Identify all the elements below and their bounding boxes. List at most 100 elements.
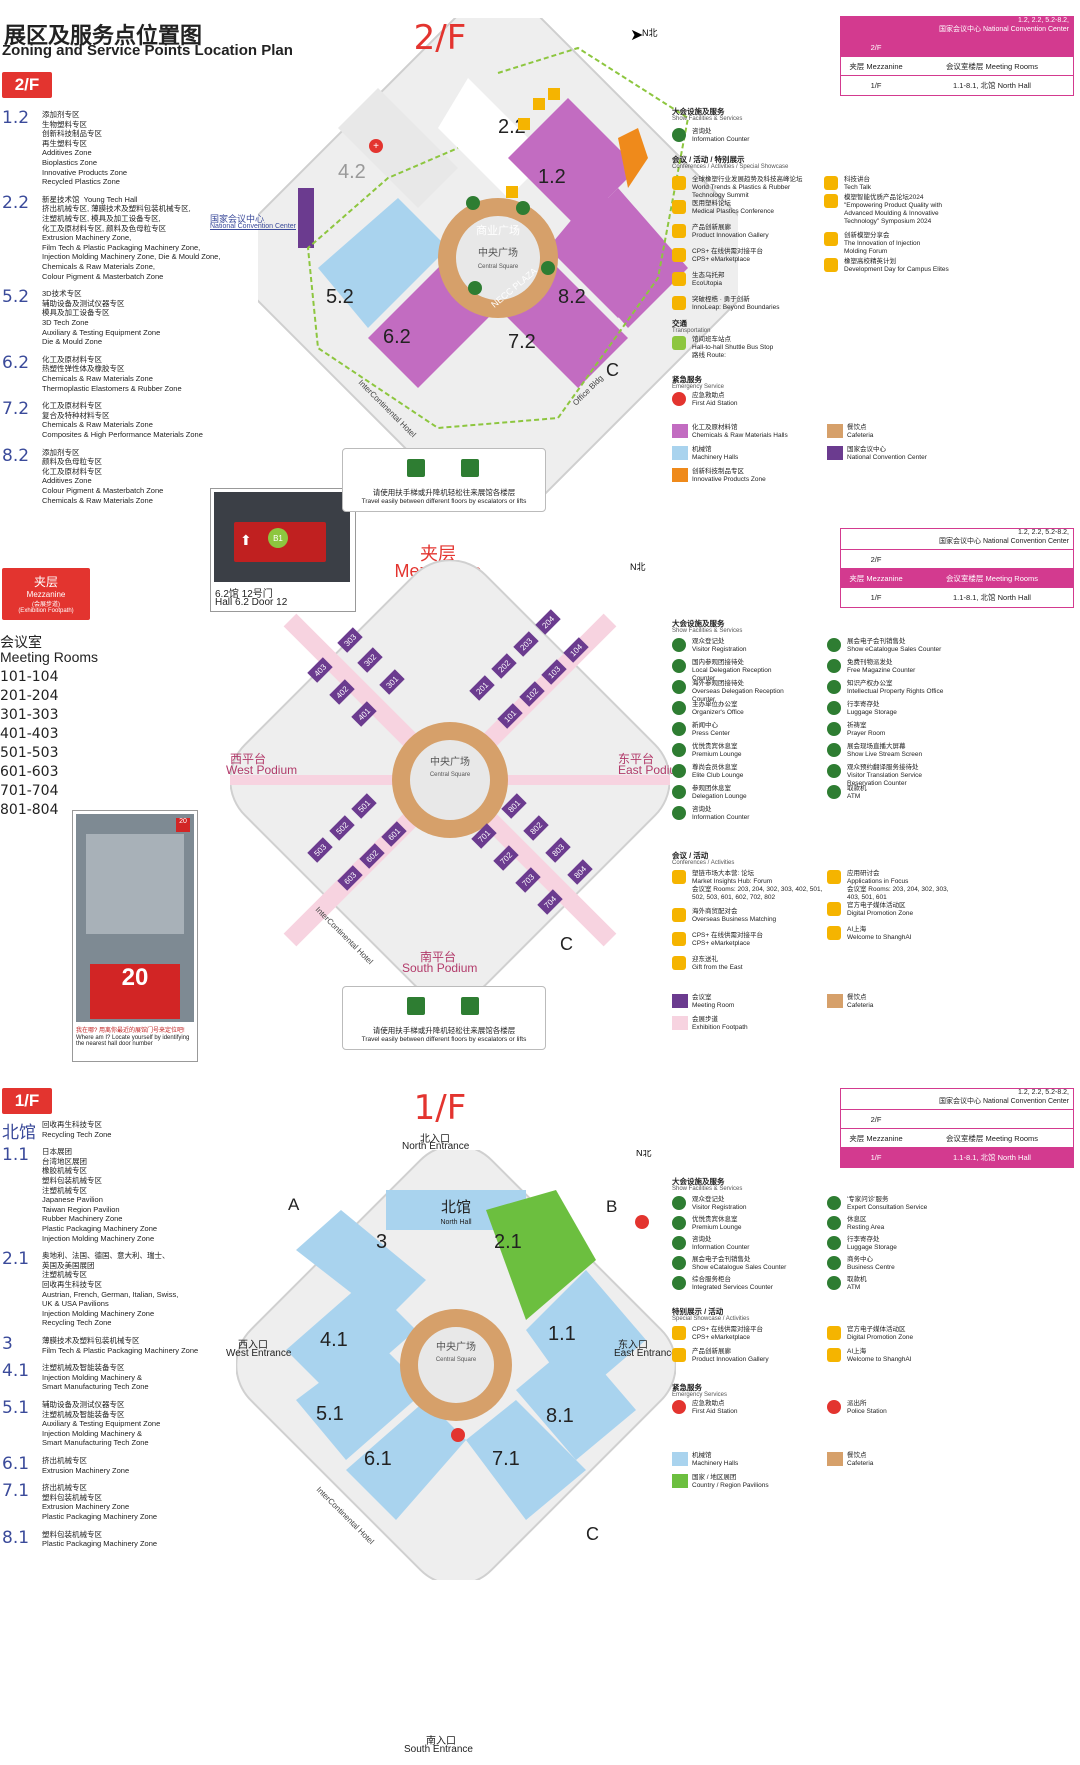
south-ent-cn: 南入口	[426, 1736, 456, 1747]
meeting-room-101[interactable]: 101	[497, 703, 523, 729]
floor-big-1f: 1/F	[413, 1088, 467, 1128]
floor-tag-mezz[interactable]: 夹层 Mezzanine (会展步道) (Exhibition Footpath…	[2, 568, 90, 620]
ncc-block-2f[interactable]	[298, 188, 314, 248]
info-icon-4[interactable]	[541, 261, 555, 275]
meeting-room-202[interactable]: 202	[491, 653, 517, 679]
meeting-room-401[interactable]: 401	[351, 701, 377, 727]
meeting-room-302[interactable]: 302	[357, 647, 383, 673]
floor-tag-1f[interactable]: 1/F	[2, 1088, 52, 1114]
legend-label: CPS+ 在线供需对接平台 CPS+ eMarketplace	[692, 1326, 763, 1341]
meeting-room-601[interactable]: 601	[381, 821, 407, 847]
floor-selector-1f[interactable]: 1.2, 2.2, 5.2-8.2,国家会议中心 National Conven…	[840, 1088, 1074, 1168]
meeting-room-204[interactable]: 204	[535, 609, 561, 635]
meeting-room-703[interactable]: 703	[515, 867, 541, 893]
floor-selector-2f[interactable]: 1.2, 2.2, 5.2-8.2,国家会议中心 National Conven…	[840, 16, 1074, 96]
service-icon	[672, 1236, 686, 1250]
legend-label: 观众预约翻译服务接待处 Visitor Translation Service …	[847, 764, 923, 787]
escalator-note-cn: 请使用扶手梯或升降机轻松往来展馆各楼层	[372, 488, 516, 497]
mezz-tag-cn: 夹层	[33, 575, 58, 589]
innovative-zone-block[interactable]	[618, 128, 648, 188]
meeting-room-403[interactable]: 403	[307, 657, 333, 683]
meeting-room-203[interactable]: 203	[513, 631, 539, 657]
selector-row-0[interactable]: 2/F	[841, 549, 1073, 569]
hall-block-6-1[interactable]	[346, 1400, 466, 1520]
east-ent-cn: 东入口	[618, 1340, 648, 1351]
swatch-icon	[827, 994, 843, 1008]
meeting-room-801[interactable]: 801	[501, 793, 527, 819]
door-number-badge: 20	[90, 964, 180, 1019]
floor-selector-mezz[interactable]: 1.2, 2.2, 5.2-8.2,国家会议中心 National Conven…	[840, 528, 1074, 608]
ncc-en-2f[interactable]: National Convention Center	[210, 223, 296, 230]
legend-label: 优悦贵宾休息室 Premium Lounge	[692, 743, 742, 758]
door-number-small: 20	[176, 818, 190, 832]
selector-row-0[interactable]: 2/F	[841, 37, 1073, 57]
hall-block-5-2[interactable]	[318, 198, 448, 328]
meeting-room-803[interactable]: 803	[545, 837, 571, 863]
meeting-room-103[interactable]: 103	[541, 659, 567, 685]
legend-label: 观众登记处 Visitor Registration	[692, 638, 747, 653]
info-icon[interactable]	[466, 196, 480, 210]
meeting-room-502[interactable]: 502	[329, 815, 355, 841]
legend-label: 官方电子媒体活动区 Digital Promotion Zone	[847, 1326, 914, 1341]
police-station-icon[interactable]	[635, 1215, 649, 1229]
zone-description: 注塑机械及智能装备专区 Injection Molding Machinery …	[42, 1363, 149, 1392]
legend-label: 产品创新展廊 Product Innovation Gallery	[692, 224, 769, 239]
legend-label: 机械馆 Machinery Halls	[692, 446, 739, 461]
legend-label: 取款机 ATM	[847, 1276, 867, 1291]
zone-description: 3D技术专区 辅助设备及测试仪器专区 模具及加工设备专区 3D Tech Zon…	[42, 289, 161, 347]
legend-h1: 大会设施及服务	[672, 619, 725, 628]
hall-block-2-1[interactable]	[486, 1190, 596, 1320]
hall-block-8-2[interactable]	[558, 188, 688, 328]
meeting-room-303[interactable]: 303	[337, 627, 363, 653]
hall-block-3[interactable]	[296, 1210, 426, 1320]
floor-tag-2f[interactable]: 2/F	[2, 72, 52, 98]
meeting-room-402[interactable]: 402	[329, 679, 355, 705]
central-square-2f[interactable]	[456, 216, 540, 300]
hall-label: 4.2	[338, 161, 366, 183]
meeting-room-102[interactable]: 102	[519, 681, 545, 707]
legend-label: 国内参观团接待处 Local Delegation Reception Coun…	[692, 659, 772, 682]
hall-block-4-1[interactable]	[286, 1280, 416, 1400]
meeting-room-104[interactable]: 104	[563, 637, 589, 663]
meeting-room-603[interactable]: 603	[337, 865, 363, 891]
info-icon-3[interactable]	[516, 201, 530, 215]
service-icon	[672, 1216, 686, 1230]
first-aid-icon-1f[interactable]	[451, 1428, 465, 1442]
first-aid-icon[interactable]	[369, 139, 383, 153]
meeting-room-802[interactable]: 802	[523, 815, 549, 841]
service-icon	[827, 1256, 841, 1270]
central-square-mezz[interactable]	[410, 740, 490, 820]
activity-icon-3[interactable]	[548, 88, 560, 100]
activity-icon-2[interactable]	[533, 98, 545, 110]
selector-row-0[interactable]: 2/F	[841, 1109, 1073, 1129]
escalator-note-cn-mezz: 请使用扶手梯或升降机轻松往来展馆各楼层	[372, 1026, 516, 1035]
meeting-room-804[interactable]: 804	[567, 859, 593, 885]
hall-block-8-1[interactable]	[516, 1340, 636, 1460]
hall-block-5-1[interactable]	[296, 1340, 426, 1460]
service-icon	[672, 659, 686, 673]
central-square-1f[interactable]	[418, 1327, 494, 1403]
meeting-room-602[interactable]: 602	[359, 843, 385, 869]
meeting-room-702[interactable]: 702	[493, 845, 519, 871]
meeting-room-201[interactable]: 201	[469, 675, 495, 701]
meeting-room-501[interactable]: 501	[351, 793, 377, 819]
hall-label: 1.1	[548, 1323, 576, 1345]
meeting-room-701[interactable]: 701	[471, 823, 497, 849]
activity-icon[interactable]	[518, 118, 530, 130]
hall-block-4-2[interactable]	[338, 88, 458, 208]
hall-block-7-1[interactable]	[466, 1400, 586, 1520]
activity-icon-4[interactable]	[506, 186, 518, 198]
legend-label: 国家 / 地区展团 Country / Region Pavilions	[692, 1474, 769, 1489]
meeting-room-503[interactable]: 503	[307, 837, 333, 863]
info-icon-2[interactable]	[468, 281, 482, 295]
legend-h1: 大会设施及服务	[672, 1177, 725, 1186]
meeting-room-301[interactable]: 301	[379, 669, 405, 695]
meeting-room-704[interactable]: 704	[537, 889, 563, 915]
